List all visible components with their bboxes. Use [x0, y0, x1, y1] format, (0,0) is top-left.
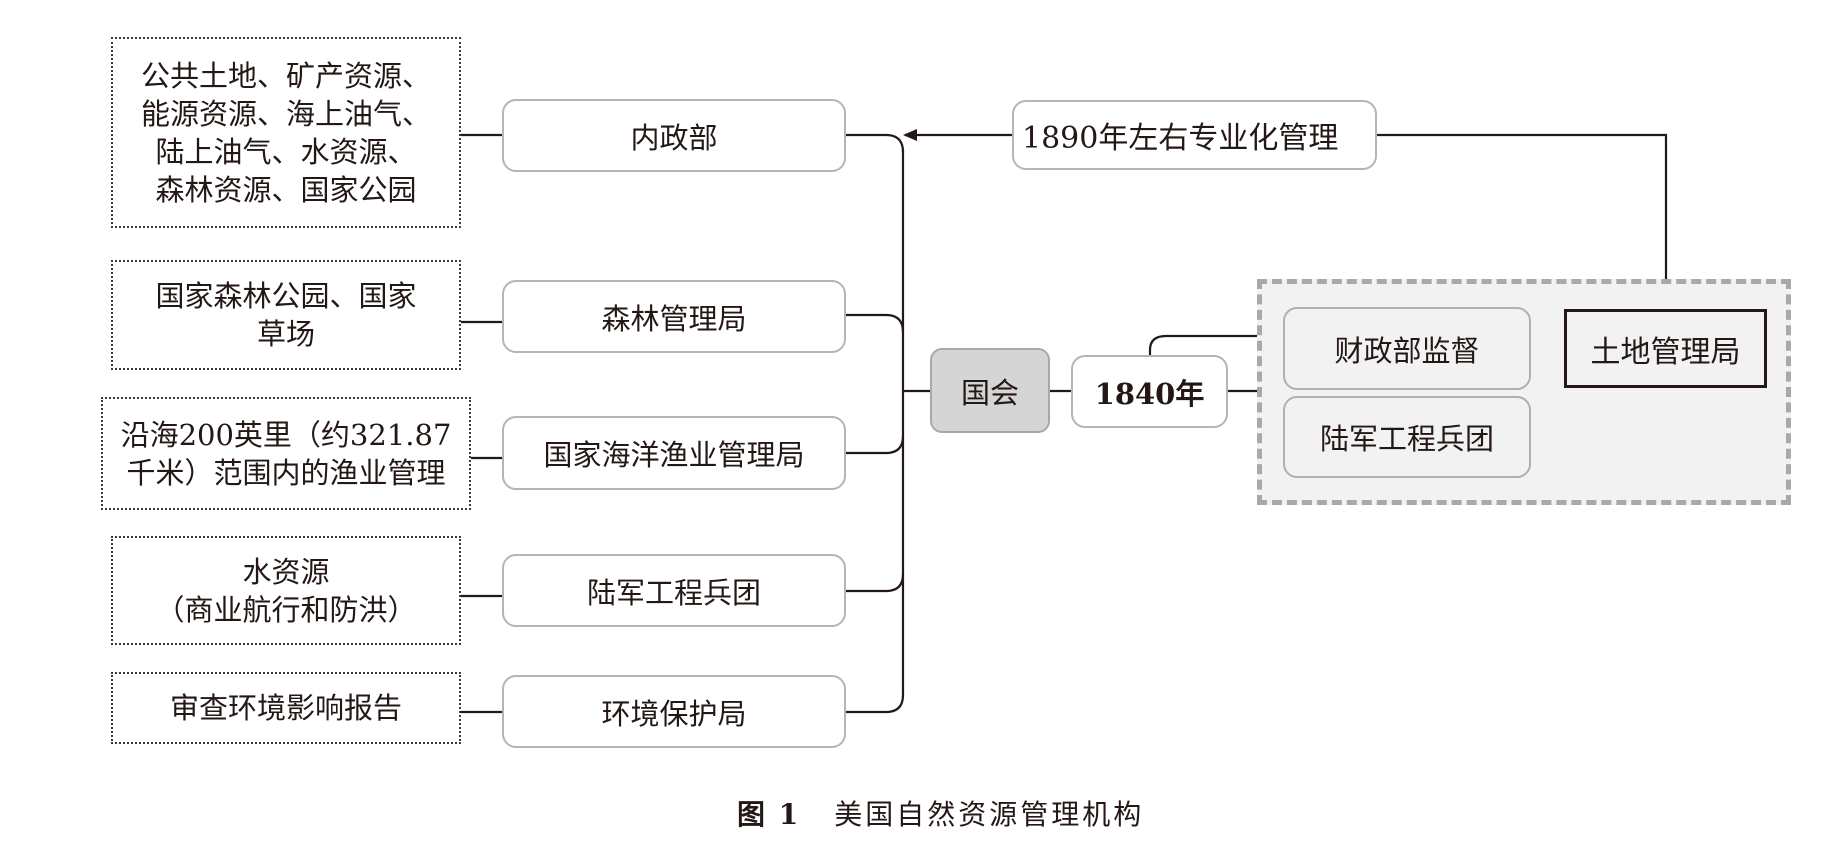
responsibility-text: 国家森林公园、国家 草场	[155, 279, 417, 351]
group-item-treasury: 财政部监督	[1283, 307, 1531, 390]
group-item-label: 财政部监督	[1334, 333, 1480, 368]
year-1840-node: 1840年	[1071, 355, 1228, 428]
link-agency-1	[846, 313, 905, 333]
agency-army-corps: 陆军工程兵团	[502, 554, 846, 627]
link-agency-3	[846, 573, 905, 593]
responsibility-box-fishery: 沿海200英里（约321.87 千米）范围内的渔业管理	[101, 397, 471, 510]
group-item-army-corps: 陆军工程兵团	[1283, 396, 1531, 478]
agency-label: 陆军工程兵团	[586, 575, 761, 610]
link-agency-4	[846, 694, 905, 714]
congress-label: 国会	[960, 375, 1019, 410]
link-1840-treasury	[1148, 334, 1257, 355]
year-1840-label: 1840年	[1094, 376, 1205, 411]
transition-label: 1890年左右专业化管理	[1022, 121, 1339, 156]
agency-interior: 内政部	[502, 99, 846, 172]
agency-fisheries: 国家海洋渔业管理局	[502, 416, 846, 490]
link-agency-0	[846, 133, 905, 153]
responsibility-box-army: 水资源 （商业航行和防洪）	[111, 536, 461, 645]
responsibility-text: 水资源 （商业航行和防洪）	[155, 554, 417, 627]
figure-number: 图 1	[737, 798, 801, 831]
congress-node: 国会	[930, 348, 1050, 433]
responsibility-text: 沿海200英里（约321.87 千米）范围内的渔业管理	[120, 417, 452, 490]
agency-forest-service: 森林管理局	[502, 280, 846, 353]
agency-epa: 环境保护局	[502, 675, 846, 748]
agency-label: 森林管理局	[601, 301, 747, 336]
land-bureau-node: 土地管理局	[1564, 309, 1767, 388]
link-agency-2	[846, 435, 905, 455]
responsibility-box-epa: 审查环境影响报告	[111, 672, 461, 744]
agency-label: 环境保护局	[601, 696, 747, 731]
responsibility-box-forest: 国家森林公园、国家 草场	[111, 260, 461, 370]
link-land-1890	[1377, 133, 1668, 309]
group-item-label: 陆军工程兵团	[1319, 422, 1494, 456]
figure-title: 美国自然资源管理机构	[834, 798, 1145, 831]
figure-caption: 图 1 美国自然资源管理机构	[737, 792, 1197, 834]
agency-label: 内政部	[630, 120, 718, 155]
responsibility-text: 公共土地、矿产资源、 能源资源、海上油气、 陆上油气、水资源、 森林资源、国家公…	[140, 58, 431, 207]
land-bureau-label: 土地管理局	[1590, 334, 1741, 370]
responsibility-box-interior: 公共土地、矿产资源、 能源资源、海上油气、 陆上油气、水资源、 森林资源、国家公…	[111, 37, 461, 228]
transition-1890-node: 1890年左右专业化管理	[1012, 100, 1377, 170]
responsibility-text: 审查环境影响报告	[169, 691, 402, 725]
agency-label: 国家海洋渔业管理局	[543, 438, 805, 472]
